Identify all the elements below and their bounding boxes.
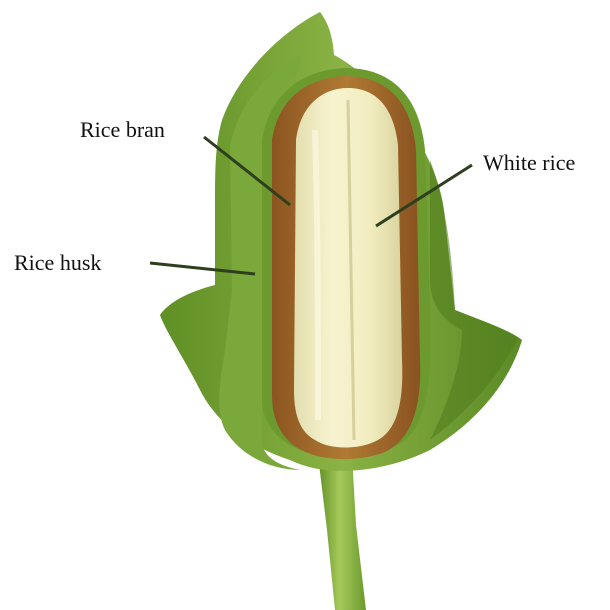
rice-highlight: [315, 130, 318, 420]
label-rice-husk: Rice husk: [14, 250, 101, 275]
label-white-rice: White rice: [483, 150, 575, 175]
label-rice-bran: Rice bran: [80, 117, 165, 142]
stem: [318, 455, 366, 610]
